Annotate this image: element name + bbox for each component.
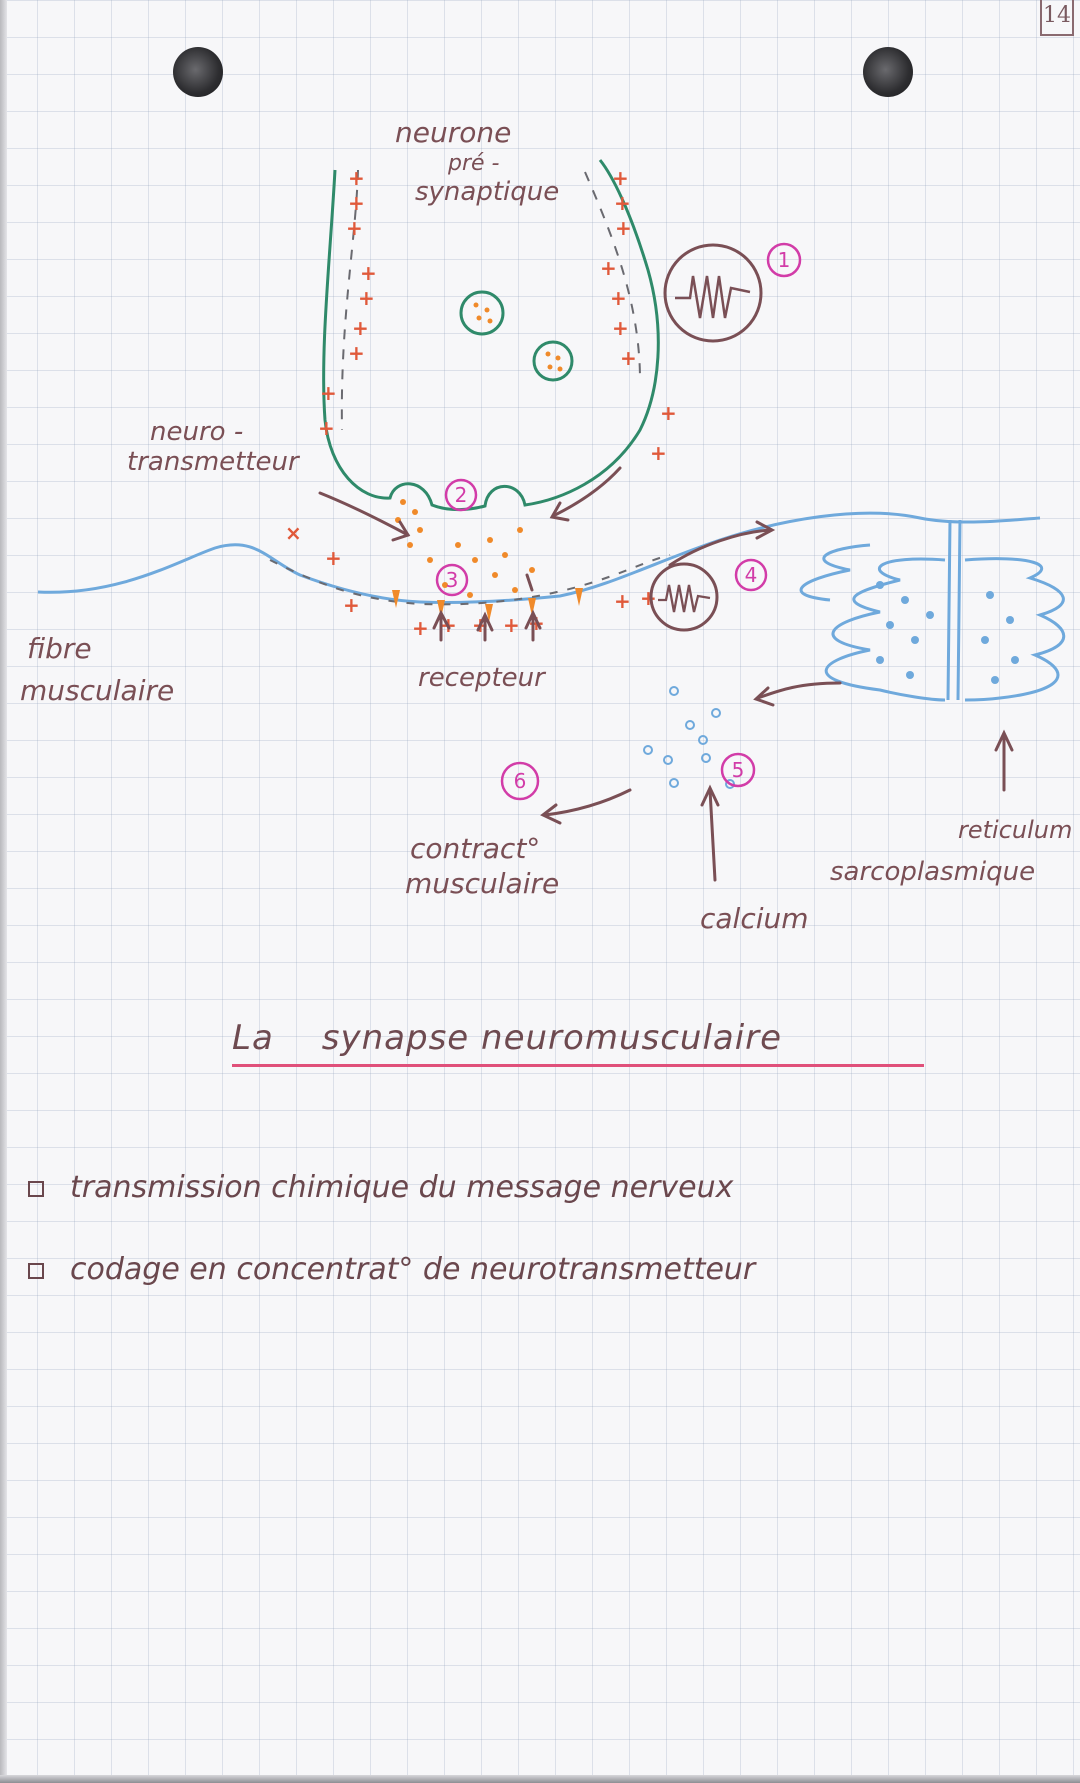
bullet-text-2: codage en concentrat° de neurotransmette… <box>70 1252 756 1287</box>
svg-text:+: + <box>352 316 369 340</box>
label-recepteur: recepteur <box>418 663 547 693</box>
presynaptic-membrane-dashed-left <box>340 169 359 431</box>
label-musculaire: musculaire <box>20 674 174 707</box>
title-underline <box>232 1064 924 1067</box>
step-1: 1 <box>778 248 791 272</box>
receptors <box>392 588 583 622</box>
neurotransmitter-dots <box>395 499 535 598</box>
svg-text:+: + <box>348 341 365 365</box>
step-6: 6 <box>514 769 527 793</box>
label-synaptique: synaptique <box>415 177 559 207</box>
bullet-box-icon <box>28 1262 44 1279</box>
label-fibre: fibre <box>27 632 92 665</box>
svg-text:+: + <box>640 586 657 610</box>
presynaptic-neuron-membrane <box>322 159 660 512</box>
label-pre: pré - <box>447 151 500 176</box>
sarcoplasmic-reticulum <box>799 519 1066 702</box>
arrows <box>318 466 1014 882</box>
svg-text:+: + <box>348 166 365 190</box>
bullet-text-1: transmission chimique du message nerveux <box>70 1170 734 1205</box>
step-5: 5 <box>732 758 745 782</box>
label-transmetteur: transmetteur <box>127 447 301 477</box>
svg-text:+: + <box>360 261 377 285</box>
title-text: synapse neuromusculaire <box>321 1018 783 1058</box>
reticulum-calcium-dots <box>876 581 1019 684</box>
step-4: 4 <box>745 563 758 587</box>
bullet-item-2: codage en concentrat° de neurotransmette… <box>28 1252 755 1287</box>
label-musculaire-contract: musculaire <box>405 867 559 900</box>
paper-left-edge <box>0 0 7 1783</box>
svg-text:+: + <box>614 589 631 613</box>
synapse-diagram: +++ ++++ ++ +++ ++++ ++ ×++ +++++ ++ <box>20 116 1072 935</box>
label-reticulum: reticulum <box>958 816 1072 844</box>
title-word-la: La <box>232 1018 274 1058</box>
page-number: 14 <box>1040 0 1074 36</box>
label-sarcoplasmique: sarcoplasmique <box>830 857 1035 887</box>
calcium-ions <box>643 686 735 789</box>
label-calcium: calcium <box>700 902 809 935</box>
svg-text:+: + <box>348 191 365 215</box>
svg-text:+: + <box>358 286 375 310</box>
punch-hole-left <box>173 47 223 97</box>
svg-text:+: + <box>412 616 429 640</box>
step-2: 2 <box>455 483 468 507</box>
svg-text:+: + <box>614 191 631 215</box>
punch-hole-right <box>863 47 913 97</box>
step-3: 3 <box>446 568 459 592</box>
bullet-item-1: transmission chimique du message nerveux <box>28 1170 733 1205</box>
action-potential-1 <box>663 243 763 343</box>
presynaptic-membrane-dashed-right <box>584 171 641 381</box>
label-contract: contract° <box>410 832 540 865</box>
svg-text:+: + <box>600 256 617 280</box>
label-neuro: neuro - <box>150 417 243 447</box>
svg-text:+: + <box>325 546 342 570</box>
svg-text:×: × <box>285 521 302 545</box>
muscle-fibre-membrane <box>37 511 1041 605</box>
muscle-membrane-dashed <box>269 554 671 606</box>
svg-text:+: + <box>503 613 520 637</box>
svg-text:+: + <box>650 441 667 465</box>
svg-text:+: + <box>343 593 360 617</box>
step-markers <box>435 242 802 801</box>
svg-text:+: + <box>620 346 637 370</box>
page-title: La synapse neuromusculaire <box>232 1018 924 1067</box>
label-neurone: neurone <box>395 116 511 149</box>
bullet-box-icon <box>28 1180 44 1197</box>
membrane-charges: +++ ++++ ++ +++ ++++ ++ ×++ +++++ ++ <box>285 166 677 640</box>
paper-bottom-edge <box>0 1775 1080 1783</box>
action-potential-4 <box>649 562 719 632</box>
svg-text:+: + <box>660 401 677 425</box>
svg-text:+: + <box>612 166 629 190</box>
svg-text:+: + <box>610 286 627 310</box>
svg-text:+: + <box>346 216 363 240</box>
synaptic-vesicles <box>459 290 574 382</box>
svg-text:+: + <box>318 416 335 440</box>
svg-text:+: + <box>320 381 337 405</box>
svg-text:+: + <box>612 316 629 340</box>
svg-text:+: + <box>615 216 632 240</box>
